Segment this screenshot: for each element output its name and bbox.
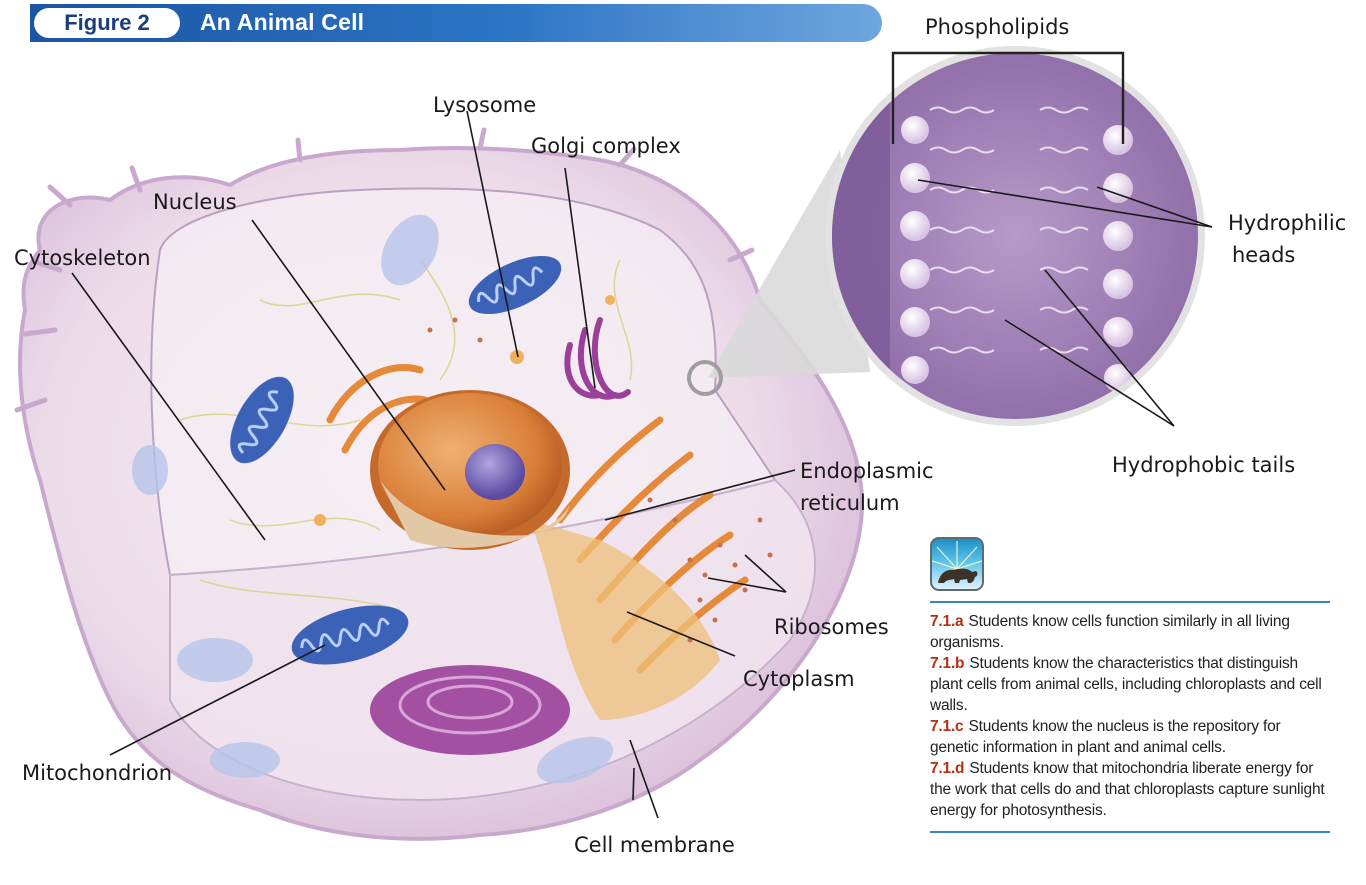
label-cytoskeleton: Cytoskeleton bbox=[14, 245, 151, 271]
label-cell-membrane: Cell membrane bbox=[574, 832, 735, 858]
label-er-line1: Endoplasmic bbox=[800, 458, 934, 484]
label-hydrophilic-line2: heads bbox=[1232, 242, 1295, 268]
label-lysosome: Lysosome bbox=[433, 92, 536, 118]
label-nucleus: Nucleus bbox=[153, 189, 237, 215]
label-ribosomes: Ribosomes bbox=[774, 614, 889, 640]
label-cytoplasm: Cytoplasm bbox=[743, 666, 855, 692]
standard-text: Students know cells function similarly i… bbox=[930, 613, 1290, 651]
standard-code: 7.1.b bbox=[930, 655, 964, 672]
nucleus bbox=[370, 390, 570, 550]
label-phospholipids: Phospholipids bbox=[925, 14, 1069, 40]
label-hydrophilic-line1: Hydrophilic bbox=[1228, 210, 1346, 236]
standard-text: Students know the characteristics that d… bbox=[930, 655, 1322, 714]
label-golgi-complex: Golgi complex bbox=[531, 133, 681, 159]
standard-text: Students know that mitochondria liberate… bbox=[930, 760, 1324, 819]
label-mitochondrion: Mitochondrion bbox=[22, 760, 172, 786]
standard-code: 7.1.c bbox=[930, 718, 963, 735]
label-er-line2: reticulum bbox=[800, 490, 900, 516]
standard-code: 7.1.a bbox=[930, 613, 963, 630]
california-bear-icon bbox=[930, 537, 984, 591]
label-hydrophobic-tails: Hydrophobic tails bbox=[1112, 452, 1295, 478]
standard-text: Students know the nucleus is the reposit… bbox=[930, 718, 1280, 756]
standard-code: 7.1.d bbox=[930, 760, 964, 777]
